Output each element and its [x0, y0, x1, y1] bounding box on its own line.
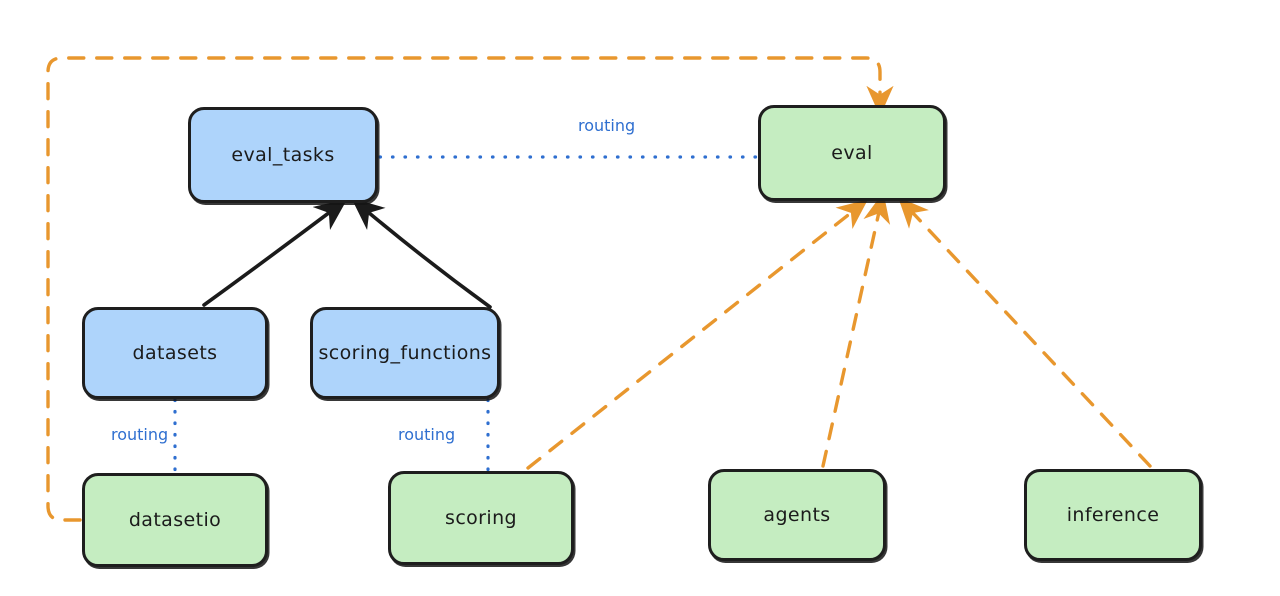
edge-scoring-eval [526, 199, 869, 470]
node-scoring_functions[interactable]: scoring_functions [310, 307, 500, 399]
edge-inference-eval [898, 197, 1152, 468]
edge-label-scoring_functions-scoring: routing [398, 425, 456, 444]
edge-scoring_functions-eval_tasks [351, 198, 492, 309]
node-label-datasets: datasets [132, 342, 218, 364]
edge-agents-eval [821, 192, 891, 468]
node-label-scoring_functions: scoring_functions [318, 342, 492, 364]
node-scoring[interactable]: scoring [388, 471, 574, 565]
edge-label-eval_tasks-eval: routing [578, 116, 636, 135]
node-label-datasetio: datasetio [128, 509, 222, 531]
node-datasets[interactable]: datasets [82, 307, 268, 399]
node-label-inference: inference [1066, 504, 1160, 526]
node-datasetio[interactable]: datasetio [82, 473, 268, 567]
edge-label-datasets-datasetio: routing [111, 425, 169, 444]
node-eval[interactable]: eval [758, 105, 946, 201]
node-agents[interactable]: agents [708, 469, 886, 561]
node-label-agents: agents [763, 504, 831, 526]
node-label-eval_tasks: eval_tasks [231, 144, 335, 166]
node-label-eval: eval [831, 142, 873, 164]
node-inference[interactable]: inference [1024, 469, 1202, 561]
edge-datasets-eval_tasks [202, 199, 348, 307]
node-eval_tasks[interactable]: eval_tasks [188, 107, 378, 203]
edge-datasetio-eval [46, 56, 894, 522]
node-label-scoring: scoring [445, 507, 517, 529]
